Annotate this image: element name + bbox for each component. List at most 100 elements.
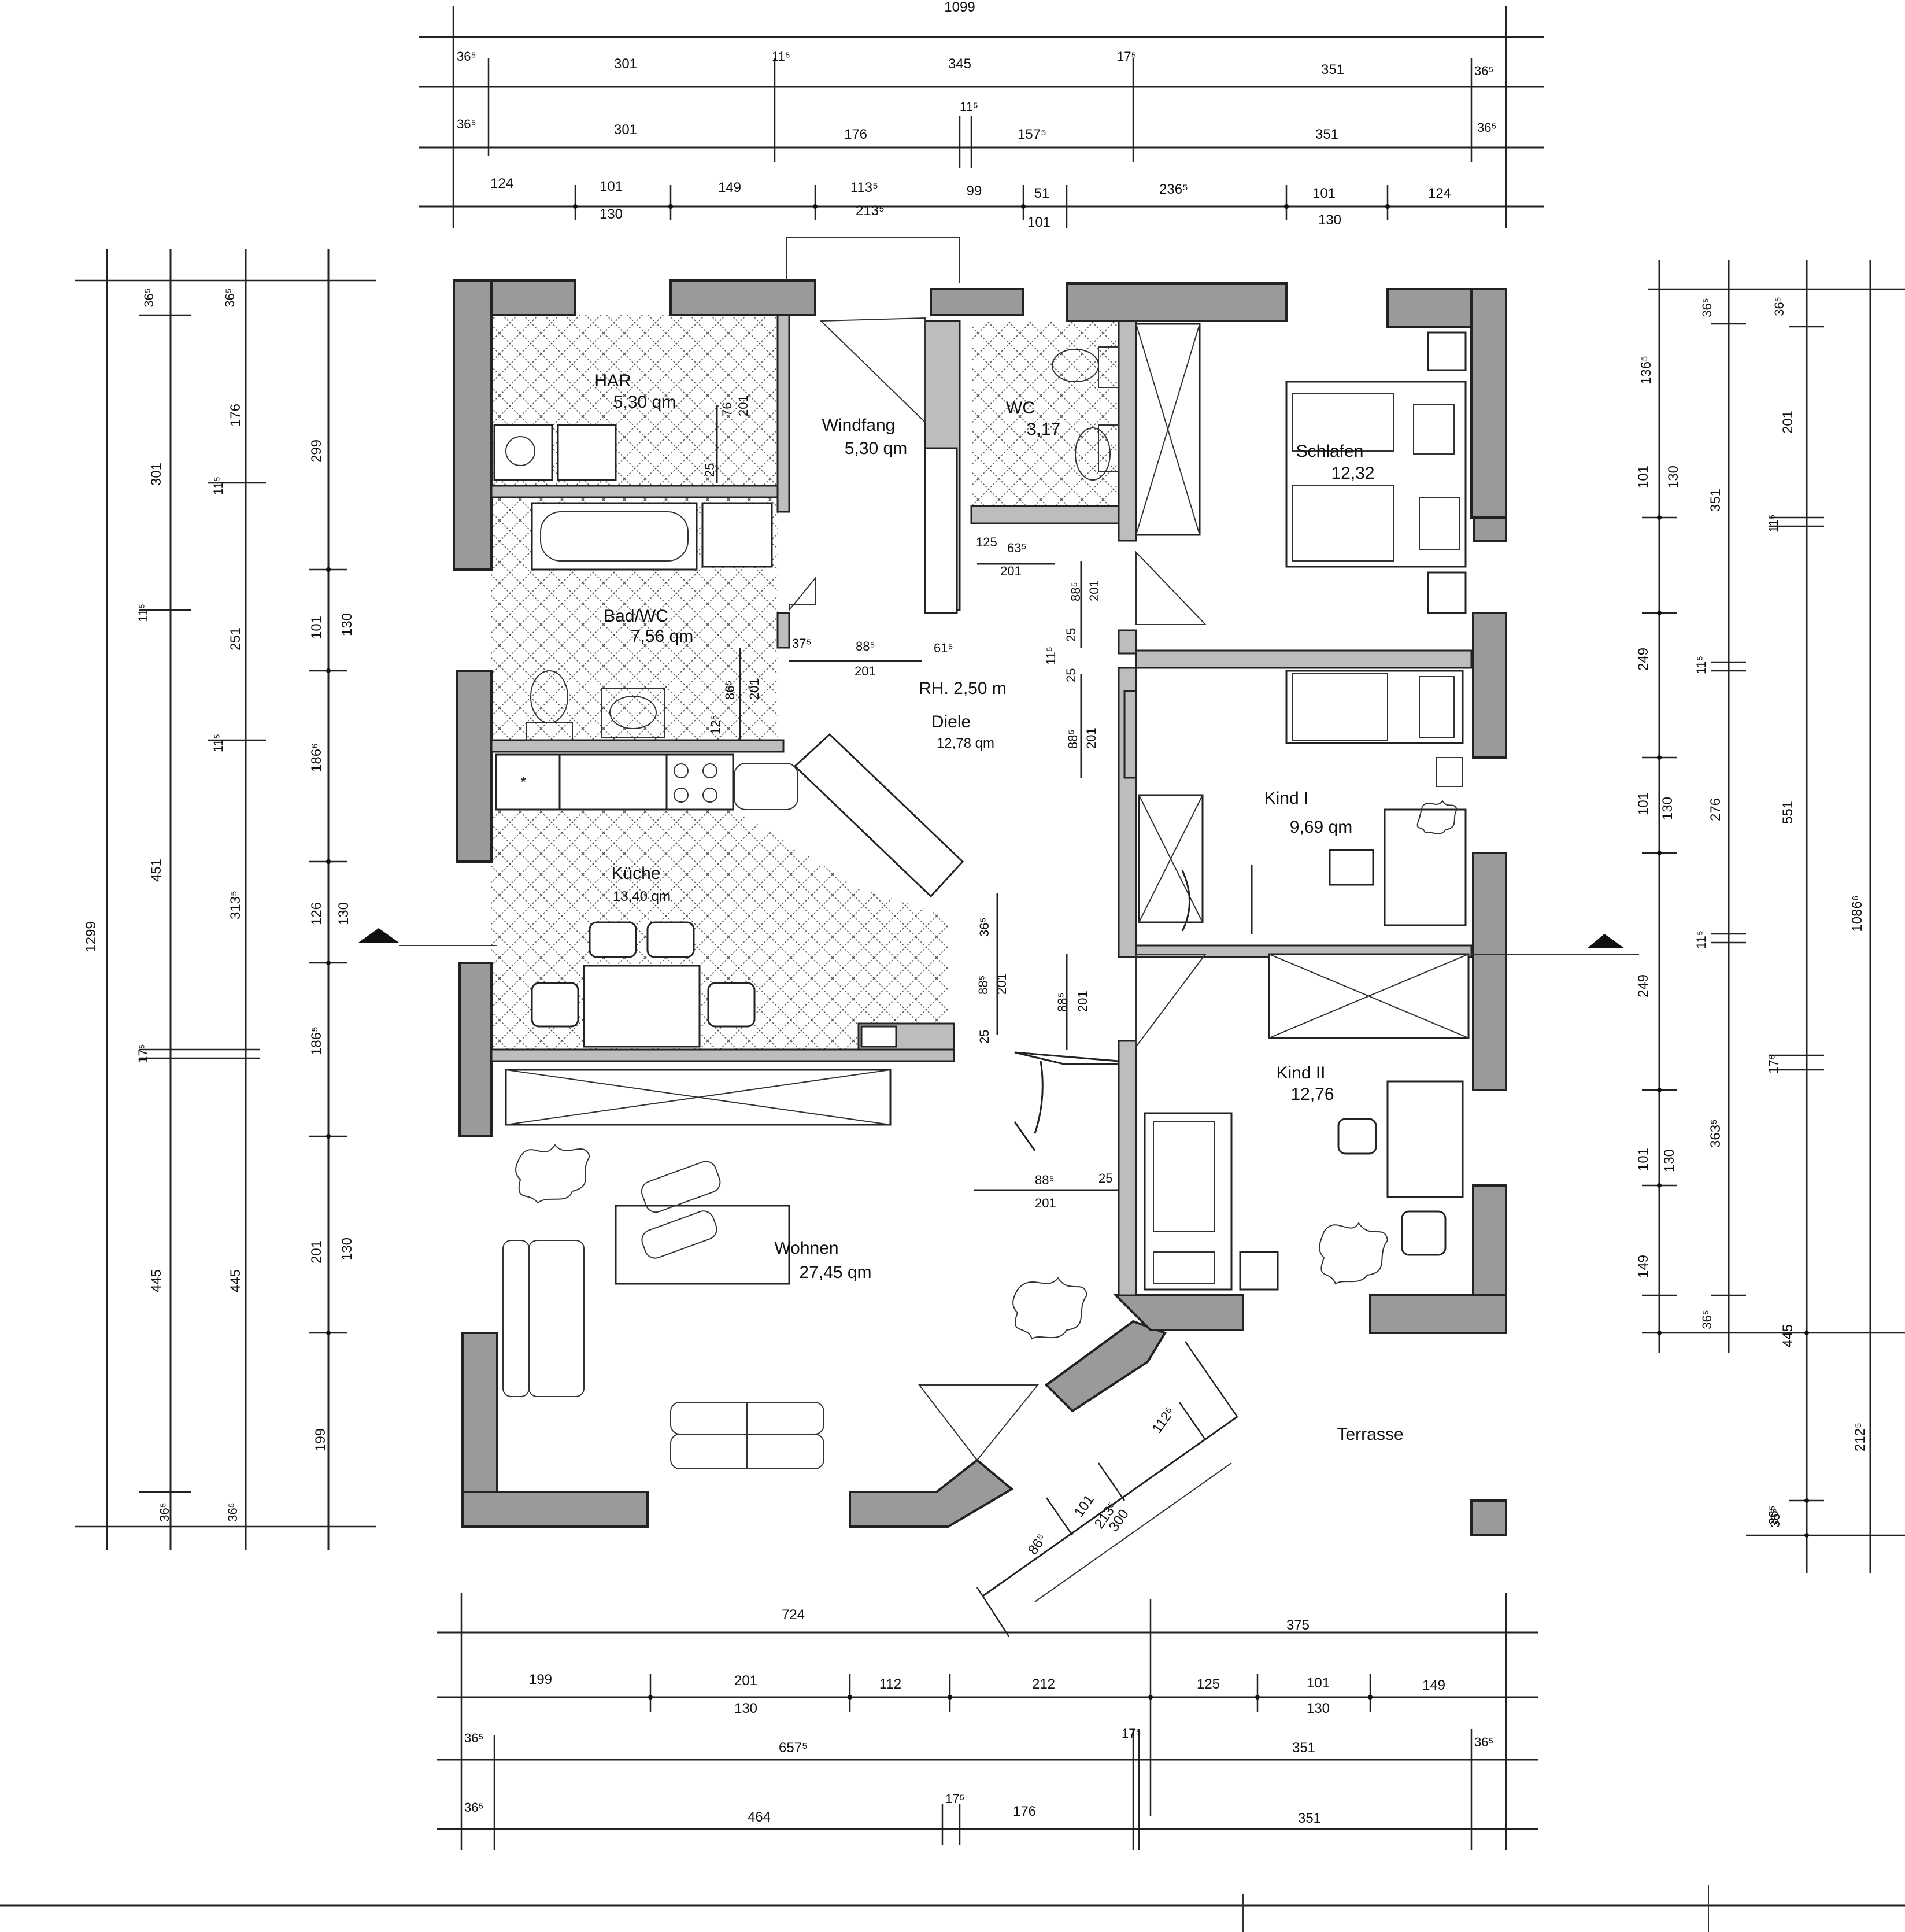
dim-right-c1b-1: 130 [1660,797,1675,820]
dim-right-c3-5: 445 [1780,1324,1796,1347]
room-har-area: 5,30 qm [613,393,676,412]
dim-left-c1-4: 17⁵ [136,1044,150,1063]
dim-bot-r2-4: 125 [1197,1676,1220,1692]
dim-bot-r3-0: 36⁵ [464,1731,484,1745]
room-har-name: HAR [594,371,631,390]
dim-left-c2-7: 36⁵ [225,1502,240,1522]
dim-right-c2-2: 11⁵ [1694,656,1708,674]
dim-inner-10: 61⁵ [934,641,953,655]
dim-right-c1b-0: 130 [1666,466,1681,489]
dim-bot-r1-0: 724 [782,1607,805,1623]
dim-right-c1-1: 101 [1636,466,1651,489]
dim-top-r3a-7: 101 [1312,186,1336,201]
dim-right-c1-0: 136⁵ [1638,356,1654,385]
dim-right-c1-4: 249 [1636,974,1651,998]
dim-top-r3b-3: 130 [1318,212,1341,228]
dim-inner-22: 201 [994,973,1009,995]
dim-inner-1: 201 [736,395,750,416]
room-labels: HAR 5,30 qm Windfang 5,30 qm WC 3,17 Sch… [594,371,1403,1444]
dim-left-c1-3: 451 [149,859,164,882]
room-wohnen-area: 27,45 qm [799,1263,871,1282]
room-wc-name: WC [1006,398,1035,418]
dim-left-c3b-1: 130 [336,902,352,925]
dim-left-c1-6: 36⁵ [157,1502,172,1522]
dim-left-c2-0: 36⁵ [223,288,237,308]
dim-bot-r2b-1: 130 [1307,1701,1330,1716]
dim-inner-23: 25 [977,1030,992,1044]
dim-top-r2-2: 176 [844,127,867,142]
dim-right-c2-6: 36⁵ [1766,1505,1781,1525]
dim-bot-r4-0: 36⁵ [464,1800,484,1815]
dim-top-r2-3: 11⁵ [960,99,978,114]
dim-top-r2-5: 351 [1315,127,1338,142]
dim-top-r1-4: 17⁵ [1117,49,1137,64]
dim-top-r2-4: 157⁵ [1018,127,1046,142]
dim-top-r3a-6: 236⁵ [1159,182,1188,197]
dim-left-c2-1: 176 [228,404,243,427]
dim-inner-25: 201 [1075,991,1090,1012]
room-windfang-name: Windfang [822,416,896,435]
dim-bot-r3-1: 657⁵ [779,1740,808,1756]
dim-left-c1-1: 301 [149,463,164,486]
dim-left-c1-5: 445 [149,1269,164,1292]
dim-inner-18: 88⁵ [1066,729,1080,749]
dim-left-total: 1299 [83,921,99,952]
room-kind1-area: 9,69 qm [1290,818,1352,837]
room-kueche-name: Küche [611,864,660,883]
dim-left-c3b-2: 130 [339,1237,355,1261]
dim-top-r1-5: 351 [1321,62,1344,77]
dim-inner-5: 201 [1000,564,1022,578]
dim-inner-3: 125 [976,535,997,549]
dim-left-c1-0: 36⁵ [142,288,156,308]
room-bad-area: 7,56 qm [631,627,693,646]
dim-right-c3-6: 212⁵ [1852,1423,1868,1451]
dim-right-c2-1: 351 [1708,489,1723,512]
room-kind1-name: Kind I [1264,789,1309,808]
svg-text:*: * [520,774,526,790]
dim-inner-20: 36⁵ [977,917,992,937]
dim-top-r3b-2: 101 [1027,215,1050,230]
room-kind2-area: 12,76 [1290,1085,1334,1104]
dim-left-c3-4: 186⁵ [309,1026,324,1055]
dim-right-c1-6: 149 [1636,1255,1651,1278]
dim-top-r3a-0: 124 [490,176,513,191]
room-windfang-area: 5,30 qm [845,439,907,458]
room-kueche-area: 13,40 qm [613,889,671,904]
dim-top-r2-1: 301 [614,122,637,138]
dim-bot-r4-2: 17⁵ [945,1791,965,1806]
room-schlafen-area: 12,32 [1331,464,1374,483]
dim-inner-28: 25 [1098,1171,1112,1185]
dim-inner-4: 63⁵ [1007,541,1027,555]
top-dimensions: 1099 36⁵ 301 11⁵ 345 17⁵ 351 36⁵ 36⁵ 301… [419,0,1544,230]
dim-inner-17: 25 [1064,668,1078,682]
dim-bot-r2b-0: 130 [734,1701,757,1716]
dim-left-c2-2: 11⁵ [211,476,225,495]
room-terrasse-name: Terrasse [1337,1425,1403,1444]
dim-top-r3a-8: 124 [1428,186,1451,201]
dim-inner-8: 37⁵ [792,636,812,651]
dim-right-c3-3: 551 [1780,801,1796,824]
dim-left-c3-2: 186⁶ [309,743,324,772]
right-dimensions: 136⁵ 101 249 101 249 101 149 36⁵ 130 130… [1636,260,1905,1573]
dim-right-c2-4: 11⁵ [1694,930,1708,949]
dim-right-c3-1: 201 [1780,411,1796,434]
bottom-dimensions: 724 375 199 201 112 212 125 101 149 130 … [0,1593,1905,1932]
dim-bot-r2-0: 199 [529,1672,552,1687]
dim-right-c3-4: 17⁵ [1766,1054,1781,1074]
dim-top-r3a-5: 51 [1034,186,1050,201]
dim-left-c2-3: 251 [228,627,243,651]
dim-inner-14: 12⁵ [708,715,723,734]
dim-top-r2-0: 36⁵ [457,117,476,131]
dim-left-c3-1: 101 [309,616,324,639]
dim-top-r1-2: 11⁵ [772,49,790,64]
dim-diag-0: 86⁵ [1025,1531,1050,1558]
dim-right-c1-5: 101 [1636,1148,1651,1171]
dim-inner-9: 88⁵ [856,639,875,653]
dim-top-r3a-1: 101 [600,179,623,194]
dim-bot-r4-4: 351 [1298,1811,1321,1826]
dim-inner-7: 201 [1087,580,1101,601]
dim-right-c3-7: 36⁵ [1768,1508,1782,1528]
dim-diag-3: 112⁵ [1149,1404,1178,1436]
room-diele-name: Diele [931,712,971,732]
